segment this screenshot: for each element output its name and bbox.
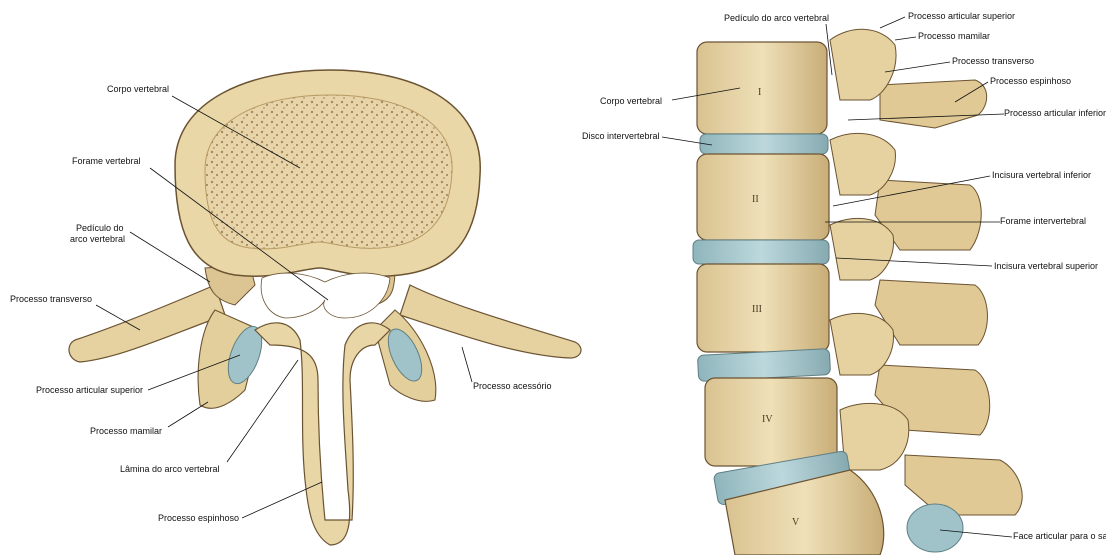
numeral-5: V xyxy=(792,517,800,528)
label-pediculo-line2: arco vertebral xyxy=(70,234,125,245)
label-corpo-vertebral-left: Corpo vertebral xyxy=(107,84,169,95)
label-processo-articular-superior-left: Processo articular superior xyxy=(36,385,143,396)
label-pediculo-line1: Pedículo do xyxy=(76,223,124,234)
label-incisura-inferior: Incisura vertebral inferior xyxy=(992,170,1091,181)
label-processo-articular-superior-right: Processo articular superior xyxy=(908,11,1015,22)
label-disco-intervertebral: Disco intervertebral xyxy=(582,131,660,142)
vertebral-foramen xyxy=(261,273,390,318)
label-processo-articular-inferior: Processo articular inferior xyxy=(1004,108,1106,119)
label-corpo-vertebral-right: Corpo vertebral xyxy=(600,96,662,107)
disc-1 xyxy=(700,134,828,154)
label-processo-espinhoso-left: Processo espinhoso xyxy=(158,513,239,524)
label-forame-vertebral: Forame vertebral xyxy=(72,156,141,167)
disc-2 xyxy=(693,240,829,264)
label-processo-mamilar-right: Processo mamilar xyxy=(918,31,990,42)
label-processo-transverso-right: Processo transverso xyxy=(952,56,1034,67)
label-lamina: Lâmina do arco vertebral xyxy=(120,464,220,475)
disc-3 xyxy=(697,349,830,382)
lamina-and-spinous-process xyxy=(255,323,390,545)
label-processo-espinhoso-right: Processo espinhoso xyxy=(990,76,1071,87)
label-processo-transverso-left: Processo transverso xyxy=(10,294,92,305)
label-processo-mamilar-left: Processo mamilar xyxy=(90,426,162,437)
numeral-2: II xyxy=(752,194,759,205)
label-forame-intervertebral: Forame intervertebral xyxy=(1000,216,1086,227)
lateral-view-drawing: I II III IV V xyxy=(693,29,1022,555)
label-pediculo-right: Pedículo do arco vertebral xyxy=(724,13,829,24)
vertebra-body-1 xyxy=(697,42,827,134)
transverse-process-right xyxy=(400,285,581,358)
numeral-1: I xyxy=(758,87,761,98)
vertebra-body-3 xyxy=(697,264,829,352)
sacral-articular-face xyxy=(907,504,963,552)
label-face-articular: Face articular para o sacro xyxy=(1013,531,1106,542)
vertebra-body-2 xyxy=(697,154,829,240)
numeral-3: III xyxy=(752,304,762,315)
label-processo-acessorio: Processo acessório xyxy=(473,381,552,392)
label-incisura-superior: Incisura vertebral superior xyxy=(994,261,1098,272)
vertebral-body-spongy xyxy=(205,95,452,249)
numeral-4: IV xyxy=(762,414,773,425)
